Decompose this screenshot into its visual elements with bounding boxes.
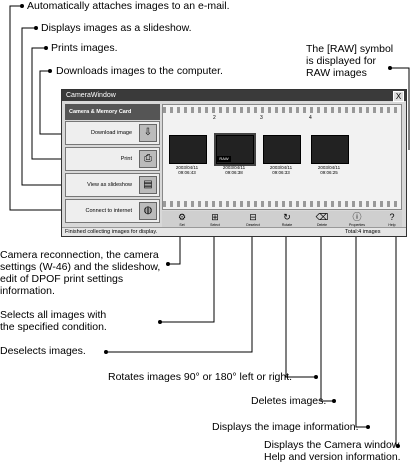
menu-download-label: Download image [91, 130, 132, 136]
window-titlebar: CameraWindow X [62, 90, 406, 102]
callout-slideshow: Displays images as a slideshow. [41, 22, 192, 34]
callout-email: Automatically attaches images to an e-ma… [27, 0, 230, 12]
select-icon: ⊞ [211, 212, 219, 222]
select-button[interactable]: ⊞Select [207, 212, 223, 227]
rotate-button[interactable]: ↻Rotate [279, 212, 295, 227]
callout-help-1: Displays the Camera window [264, 439, 400, 451]
rotate-icon: ↻ [283, 212, 291, 222]
film-edge-bottom [163, 201, 401, 207]
close-icon[interactable]: X [393, 91, 404, 102]
help-icon: ? [389, 212, 395, 222]
callout-select-2: the specified condition. [0, 321, 107, 333]
menu-internet-label: Connect to internet [85, 208, 132, 214]
status-message: Finished collecting images for display. [65, 229, 158, 235]
deselect-label: Deselect [246, 223, 260, 227]
thumbnail-1[interactable] [169, 135, 207, 164]
callout-download: Downloads images to the computer. [56, 65, 223, 77]
delete-button[interactable]: ⌫Delete [314, 212, 330, 227]
menu-print-button[interactable]: Print ⎙ [65, 147, 160, 171]
panel-header: Camera & Memory Card [65, 104, 160, 120]
thumb-4-date: 2003/04/11 [317, 165, 341, 170]
callout-set-1: Camera reconnection, the camera [0, 249, 159, 261]
info-icon: ⓘ [352, 212, 362, 222]
trash-icon: ⌫ [315, 212, 329, 222]
thumb-1-time: 09:06:43 [178, 170, 196, 175]
window-title: CameraWindow [66, 92, 116, 99]
select-label: Select [210, 223, 220, 227]
settings-icon: ⚙ [177, 212, 187, 222]
thumbnail-2-number: 2 [213, 115, 216, 121]
callout-help-2: Help and version information. [264, 451, 401, 463]
thumb-3-date: 2003/04/11 [269, 165, 293, 170]
callout-rotate: Rotates images 90° or 180° left or right… [108, 371, 293, 383]
callout-select-1: Selects all images with [0, 309, 107, 321]
info-label: Properties [349, 223, 365, 227]
help-button[interactable]: ?Help [384, 212, 400, 227]
callout-raw-3: RAW images [306, 67, 367, 79]
deselect-button[interactable]: ⊟Deselect [245, 212, 261, 227]
callout-set-4: information. [0, 285, 55, 297]
slideshow-icon: ▤ [139, 176, 157, 194]
thumb-1-date: 2003/04/11 [175, 165, 199, 170]
menu-slideshow-button[interactable]: View as slideshow ▤ [65, 173, 160, 197]
menu-print-label: Print [120, 156, 132, 162]
thumbnail-3[interactable] [263, 135, 301, 164]
thumbnail-3-number: 3 [260, 115, 263, 121]
callout-raw-2: is displayed for [306, 55, 377, 67]
callout-deselect: Deselects images. [0, 345, 86, 357]
camera-window: CameraWindow X Camera & Memory Card Down… [61, 89, 407, 237]
set-label: Set [179, 223, 185, 227]
menu-slideshow-label: View as slideshow [87, 182, 132, 188]
toolbar: ⚙Set ⊞Select ⊟Deselect ↻Rotate ⌫Delete ⓘ… [162, 211, 402, 228]
delete-label: Delete [316, 223, 328, 227]
image-count: Total:4 images [345, 229, 381, 235]
callout-set-2: settings (W-46) and the slideshow, [0, 261, 161, 273]
film-edge-top [163, 107, 401, 113]
printer-icon: ⎙ [139, 150, 157, 168]
deselect-icon: ⊟ [249, 212, 257, 222]
set-button[interactable]: ⚙Set [174, 212, 190, 227]
rotate-label: Rotate [281, 223, 293, 227]
callout-info: Displays the image information. [212, 421, 359, 433]
thumbnail-4-number: 4 [309, 115, 312, 121]
help-label: Help [388, 223, 396, 227]
callout-print: Prints images. [51, 42, 118, 54]
menu-download-button[interactable]: Download image ⇩ [65, 121, 160, 145]
thumbnail-4[interactable] [311, 135, 349, 164]
globe-icon: ◍ [139, 202, 157, 220]
camera-download-icon: ⇩ [139, 124, 157, 142]
callout-set-3: edit of DPOF print settings [0, 273, 124, 285]
thumb-2-date: 2003/04/11 [222, 165, 246, 170]
callout-delete: Deletes images. [251, 395, 327, 407]
thumb-3-time: 09:06:33 [272, 170, 290, 175]
thumb-2-time: 09:06:38 [225, 170, 243, 175]
thumb-4-time: 09:06:25 [320, 170, 338, 175]
status-bar: Finished collecting images for display. … [62, 227, 406, 236]
raw-badge: RAW [217, 156, 231, 162]
callout-raw-1: The [RAW] symbol [306, 43, 394, 55]
menu-internet-button[interactable]: Connect to internet ◍ [65, 199, 160, 223]
